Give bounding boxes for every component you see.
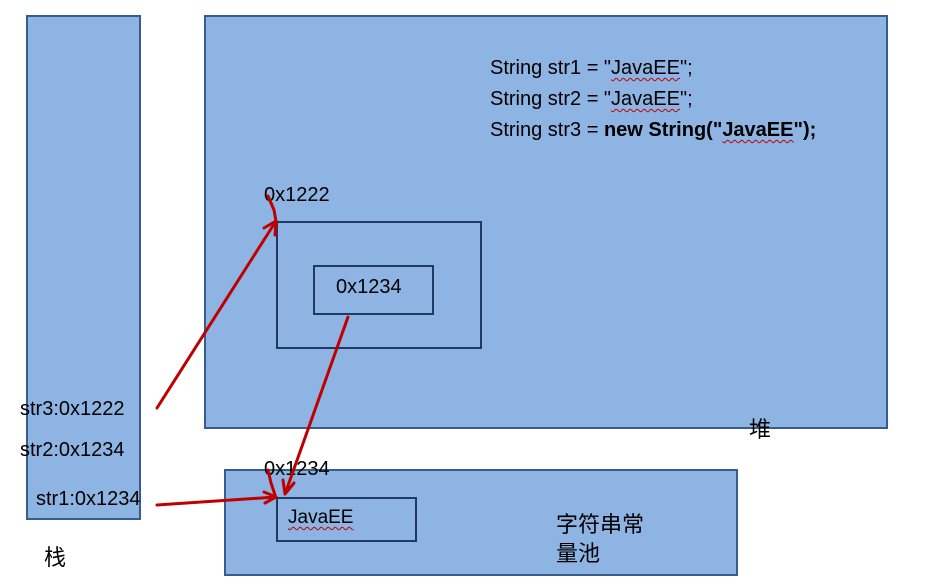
code-line-2-prefix: String str2 = " [490, 88, 612, 110]
stack-entry-str2: str2:0x1234 [20, 439, 125, 461]
code-line-3: String str3 = new String("JavaEE"); [490, 115, 816, 146]
pool-label-line2: 量池 [556, 541, 601, 566]
code-line-3-word: JavaEE [722, 119, 794, 141]
hook-pool-address [266, 468, 277, 497]
pool-value-text: JavaEE [288, 507, 354, 528]
code-line-1-word: JavaEE [611, 57, 680, 79]
heap-object-value-text: 0x1234 [336, 276, 402, 298]
arrowhead-heap-value [281, 478, 296, 496]
pool-label-line1: 字符串常 [556, 512, 645, 537]
heap-label: 堆 [749, 417, 772, 442]
arrowhead-str1 [262, 490, 278, 505]
heap-object-value-box [313, 265, 434, 315]
string-pool-region [224, 469, 738, 576]
code-line-1: String str1 = "JavaEE"; [490, 53, 693, 84]
heap-object-address: 0x1222 [264, 184, 330, 206]
code-line-2-suffix: "; [679, 88, 693, 110]
pool-address: 0x1234 [264, 458, 330, 480]
code-line-1-prefix: String str1 = " [490, 57, 612, 79]
code-line-1-suffix: "; [679, 57, 693, 79]
stack-entry-str1: str1:0x1234 [36, 488, 141, 510]
arrow-str3-to-heap-object [155, 219, 278, 410]
arrow-str1-to-pool [155, 495, 278, 507]
stack-region [26, 15, 141, 520]
hook-heap-object [266, 194, 278, 223]
arrow-heap-value-to-pool [283, 315, 350, 496]
code-line-2: String str2 = "JavaEE"; [490, 84, 693, 115]
code-line-3-bold-prefix: new String(" [603, 119, 723, 141]
heap-object-box [276, 221, 482, 349]
code-line-3-prefix: String str3 = [490, 119, 604, 141]
stack-label: 栈 [44, 545, 67, 570]
code-line-3-suffix: "); [793, 119, 817, 141]
pool-value-box [276, 497, 417, 542]
stack-entry-str3: str3:0x1222 [20, 398, 125, 420]
code-line-2-word: JavaEE [611, 88, 680, 110]
